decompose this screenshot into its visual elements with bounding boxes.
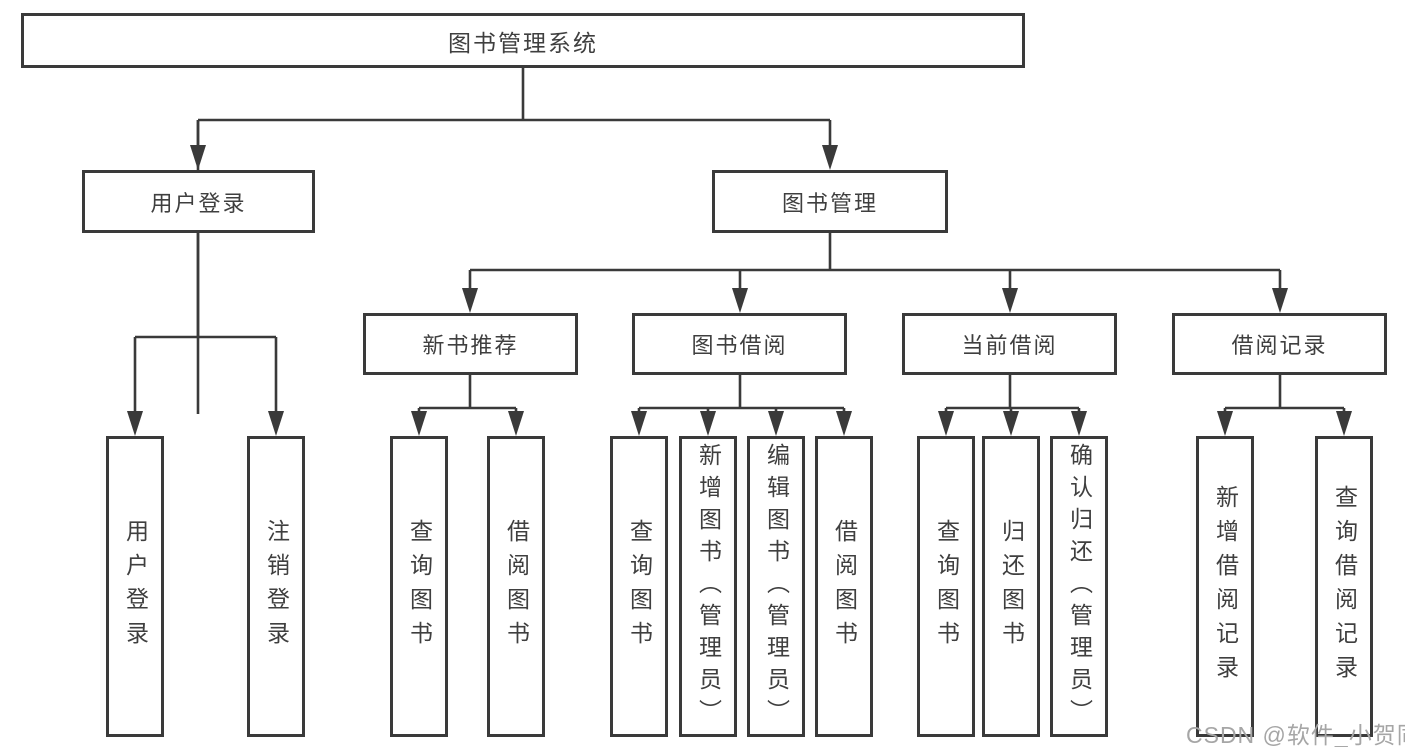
node-label: 查询图书 xyxy=(933,518,960,655)
leaf-query-books-recommend: 查询图书 xyxy=(390,436,448,737)
node-current-borrowing: 当前借阅 xyxy=(902,313,1117,375)
node-label: 当前借阅 xyxy=(961,333,1058,358)
leaf-borrow-books: 借阅图书 xyxy=(815,436,873,737)
node-label: 图书管理 xyxy=(781,190,878,216)
node-label: 注销登录 xyxy=(263,518,290,655)
node-label: 新书推荐 xyxy=(422,333,519,358)
leaf-user-login: 用户登录 xyxy=(106,436,164,737)
node-book-borrowing: 图书借阅 xyxy=(632,313,847,375)
node-label: 编辑图书（管理员） xyxy=(763,442,790,731)
csdn-watermark: CSDN @软件_小贺同学 xyxy=(1186,722,1405,747)
leaf-query-books-current: 查询图书 xyxy=(917,436,975,737)
node-label: 借阅图书 xyxy=(503,518,530,655)
leaf-query-borrow-record: 查询借阅记录 xyxy=(1315,436,1373,737)
node-label: 借阅记录 xyxy=(1231,333,1328,358)
leaf-logout: 注销登录 xyxy=(247,436,305,737)
node-label: 新增图书（管理员） xyxy=(695,442,722,731)
node-borrowing-records: 借阅记录 xyxy=(1172,313,1387,375)
node-label: 借阅图书 xyxy=(831,518,858,655)
node-library-management-system: 图书管理系统 xyxy=(21,13,1025,68)
node-book-management: 图书管理 xyxy=(712,170,948,233)
node-label: 新增借阅记录 xyxy=(1212,484,1239,689)
leaf-edit-books-admin: 编辑图书（管理员） xyxy=(747,436,805,737)
node-label: 查询借阅记录 xyxy=(1331,484,1358,689)
node-label: 确认归还（管理员） xyxy=(1066,442,1093,731)
leaf-confirm-return-admin: 确认归还（管理员） xyxy=(1050,436,1108,737)
node-label: 用户登录 xyxy=(122,518,149,655)
node-label: 归还图书 xyxy=(998,518,1025,655)
node-label: 图书管理系统 xyxy=(448,29,598,56)
node-label: 查询图书 xyxy=(626,518,653,655)
arrowheads xyxy=(127,145,1352,436)
leaf-return-books: 归还图书 xyxy=(982,436,1040,737)
leaf-add-borrow-record: 新增借阅记录 xyxy=(1196,436,1254,737)
leaf-query-books-borrow: 查询图书 xyxy=(610,436,668,737)
node-label: 图书借阅 xyxy=(691,333,788,358)
leaf-add-books-admin: 新增图书（管理员） xyxy=(679,436,737,737)
leaf-borrow-books-recommend: 借阅图书 xyxy=(487,436,545,737)
node-user-login: 用户登录 xyxy=(82,170,315,233)
node-label: 查询图书 xyxy=(406,518,433,655)
node-label: 用户登录 xyxy=(150,190,247,216)
node-new-book-recommendation: 新书推荐 xyxy=(363,313,578,375)
